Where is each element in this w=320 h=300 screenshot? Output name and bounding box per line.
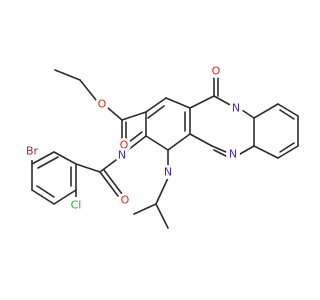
bond [213,95,233,107]
bond [79,79,97,101]
atom-labels: O O O N N N N O Br Cl [23,64,243,213]
bond [53,189,77,205]
bond [279,109,295,120]
bromine-label: Br [26,145,39,158]
ketone-oxygen-label: O [212,65,221,78]
ester-carbonyl-oxygen-label: O [120,139,129,152]
bond [99,171,119,197]
bond [239,145,255,155]
imine-nitrogen-label: N [118,149,126,162]
bond [133,203,157,215]
bond [147,105,165,119]
bond [189,95,215,109]
bond [31,189,55,205]
bond [277,145,299,159]
bond [189,133,213,147]
bond [279,142,295,153]
amide-oxygen-label: O [121,194,130,207]
bond [37,156,59,169]
bond [99,159,117,173]
bond [145,97,167,113]
bond [127,135,147,151]
bond [145,135,169,151]
bond [107,107,123,121]
bond [167,133,191,151]
bond [165,97,191,109]
chlorine-label: Cl [71,199,82,212]
bond [103,169,123,195]
bond [213,149,227,157]
bonds [31,69,299,229]
bond [253,103,279,119]
bond [53,151,77,165]
ester-ether-oxygen-label: O [98,98,107,111]
bond [121,111,147,121]
bond [241,109,255,119]
bond [75,163,101,173]
bond [277,103,299,117]
bond [253,145,279,159]
isopropyl-nitrogen-label: N [164,166,172,179]
pyrimidine-nitrogen-label: N [229,148,237,161]
bond [54,69,81,81]
bond [211,145,227,153]
bond [36,185,55,198]
molecule-drawing: O O O N N N N O Br Cl [23,64,299,229]
bond [155,177,169,205]
bond [155,203,169,229]
structure-canvas: O O O N N N N O Br Cl [23,64,299,229]
bridgehead-nitrogen-label: N [232,102,240,115]
bond [31,151,55,165]
